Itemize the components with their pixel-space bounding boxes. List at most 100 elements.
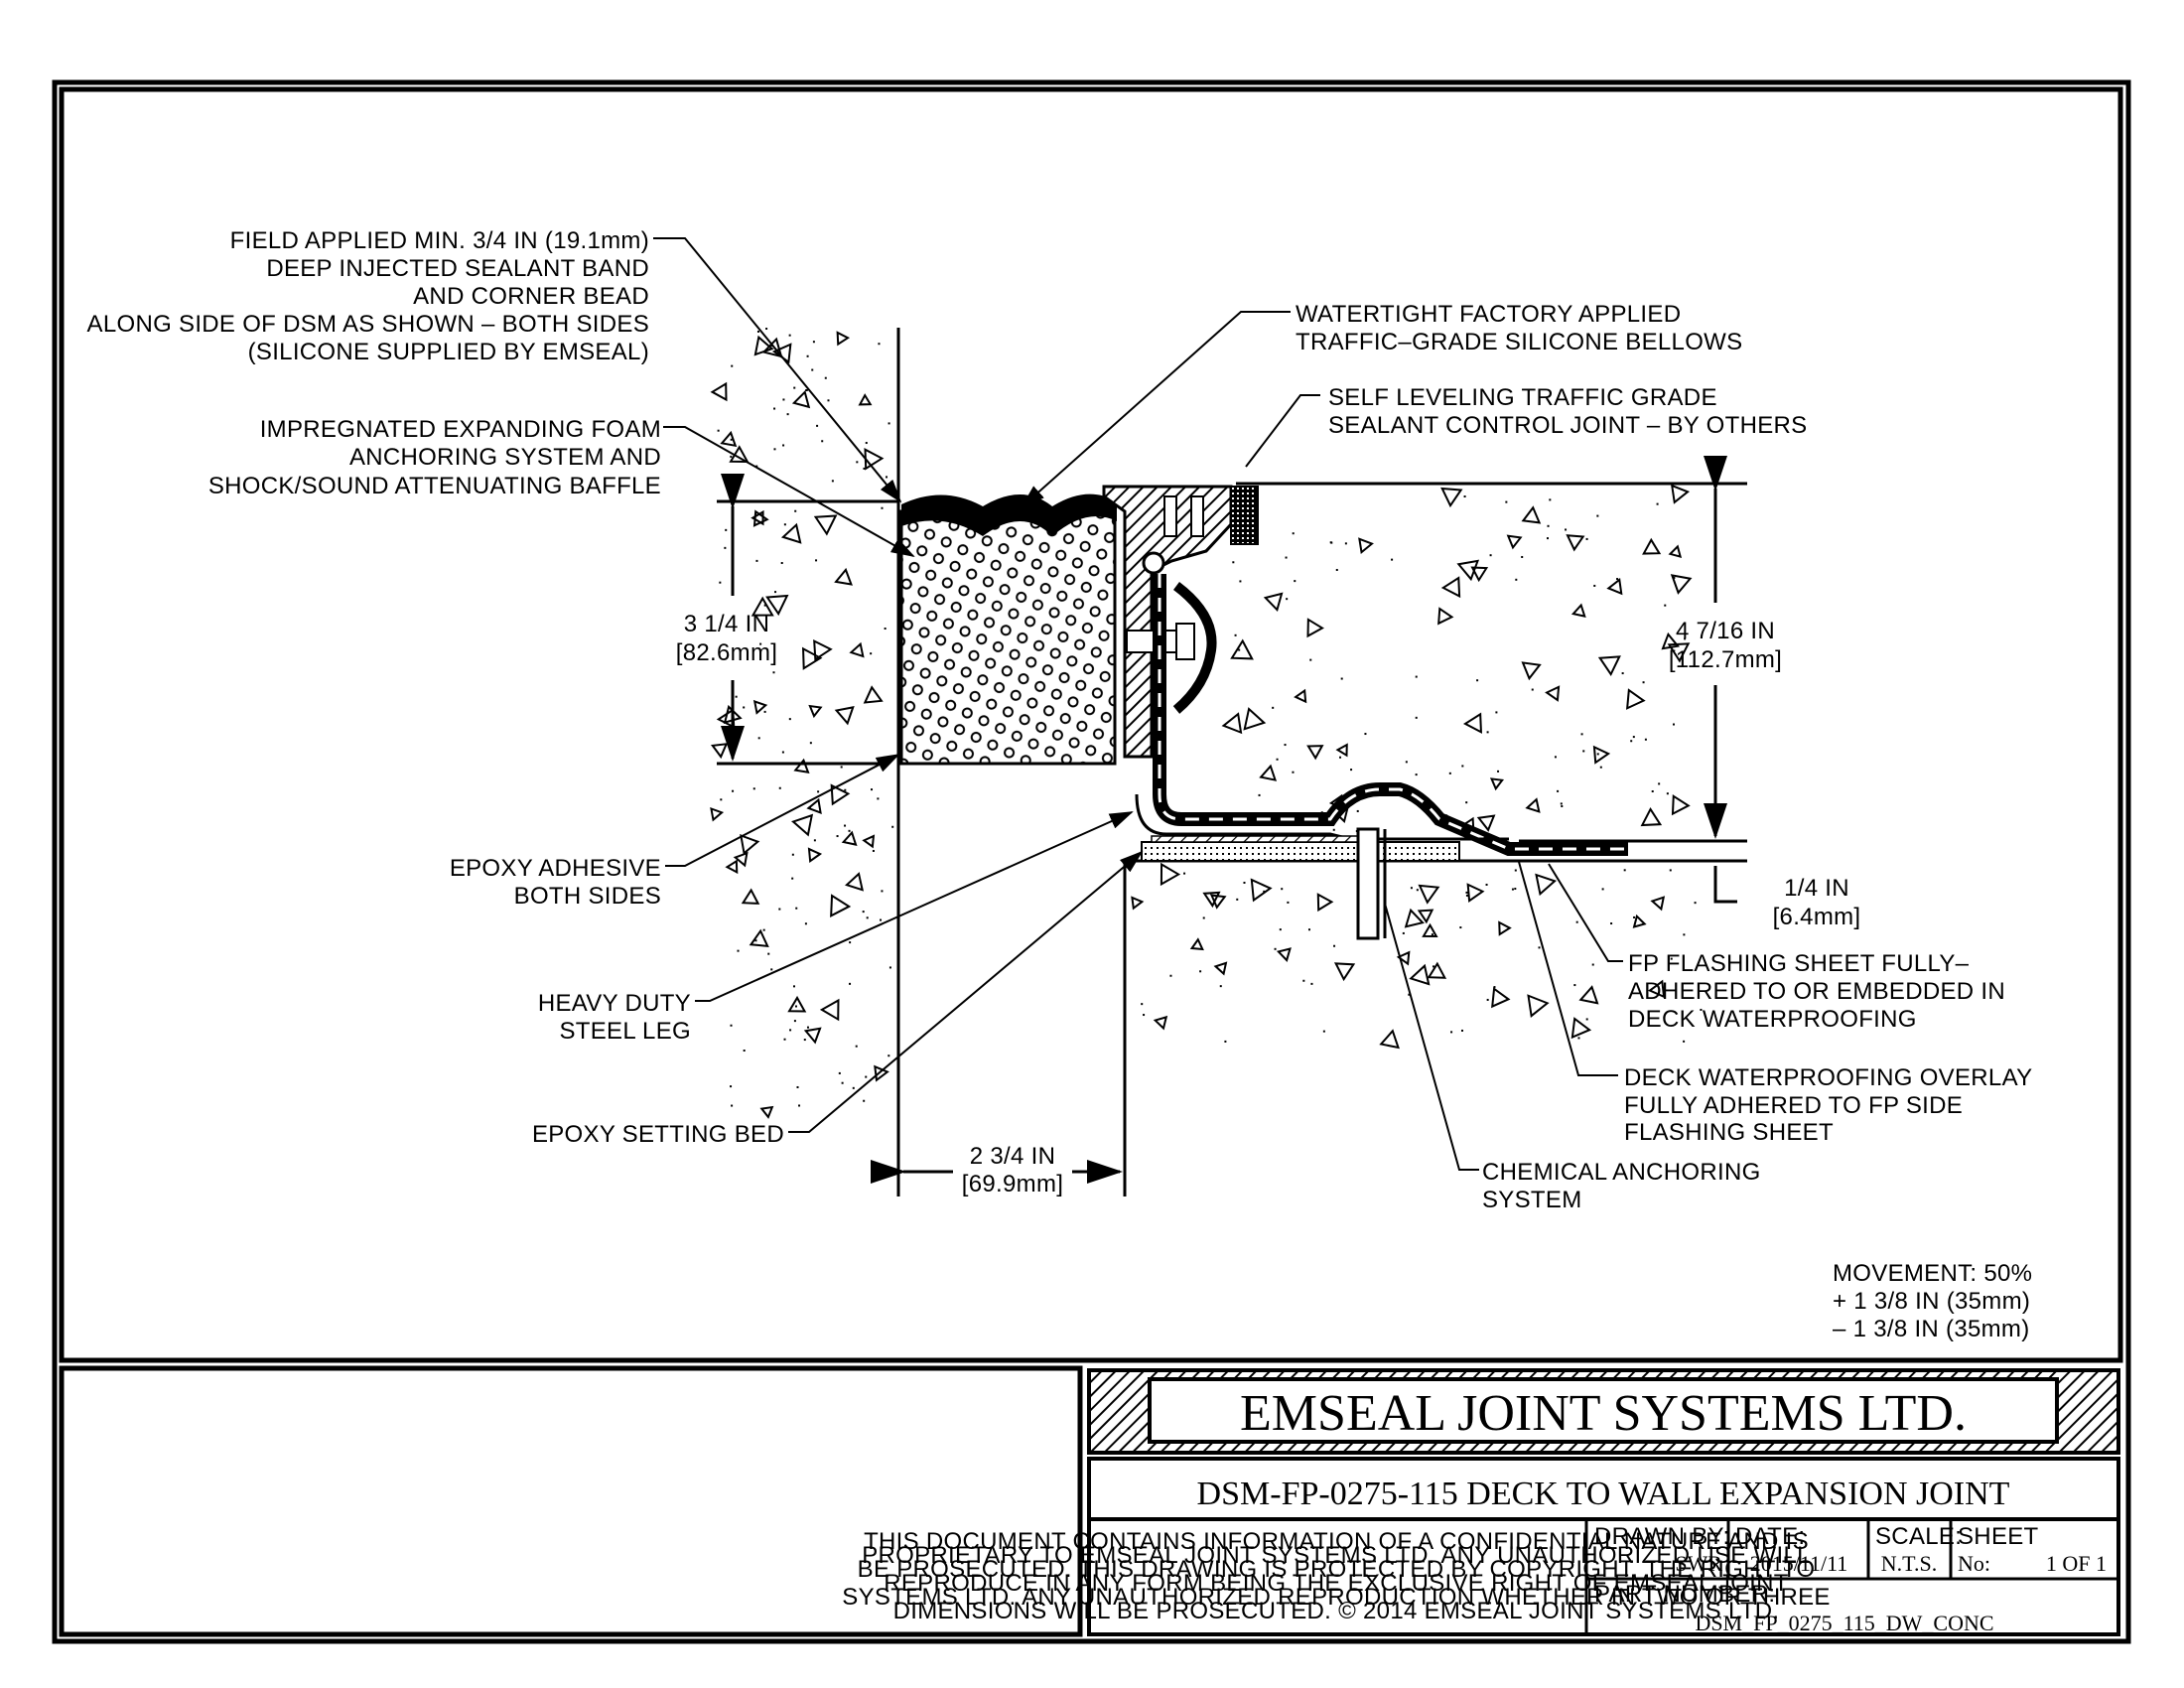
aggregate-mark [1547, 537, 1550, 540]
aggregate-mark [1306, 745, 1324, 761]
aggregate-mark [1285, 556, 1288, 559]
aggregate-mark [759, 1105, 774, 1119]
aggregate-mark [1601, 888, 1604, 891]
svg-text:IMPREGNATED EXPANDING FOAM: IMPREGNATED EXPANDING FOAM [260, 416, 661, 443]
aggregate-mark [1344, 542, 1347, 545]
aggregate-mark [1570, 1017, 1592, 1040]
aggregate-mark [1606, 578, 1623, 596]
aggregate-mark [1234, 633, 1237, 636]
sheet-label: SHEET [1958, 1523, 2039, 1550]
aggregate-mark [1476, 679, 1479, 682]
aggregate-mark [856, 461, 859, 464]
dimension-lines [717, 456, 1737, 1184]
aggregate-mark [1322, 1030, 1325, 1033]
aggregate-mark [1333, 944, 1336, 947]
svg-text:– 1 3/8 IN (35mm): – 1 3/8 IN (35mm) [1833, 1316, 2030, 1342]
aggregate-mark [1462, 712, 1483, 734]
aggregate-mark [1538, 946, 1541, 949]
aggregate-mark [1573, 984, 1576, 987]
dim-deck-depth: 4 7/16 IN [112.7mm] [1669, 618, 1782, 673]
aggregate-mark [1651, 789, 1654, 792]
callout-bellows: WATERTIGHT FACTORY APPLIED TRAFFIC–GRADE… [1296, 301, 1742, 355]
aggregate-mark [786, 413, 789, 416]
aggregate-mark [1465, 894, 1468, 897]
aggregate-mark [1460, 1029, 1463, 1032]
svg-text:SEALANT CONTROL JOINT – BY OTH: SEALANT CONTROL JOINT – BY OTHERS [1328, 412, 1807, 439]
callout-steel-leg: HEAVY DUTY STEEL LEG [538, 990, 691, 1045]
svg-text:(SILICONE SUPPLIED BY EMSEAL): (SILICONE SUPPLIED BY EMSEAL) [248, 339, 649, 365]
aggregate-mark [1694, 902, 1697, 905]
callout-control-joint: SELF LEVELING TRAFFIC GRADE SEALANT CONT… [1328, 384, 1807, 439]
aggregate-mark [767, 952, 770, 955]
aggregate-mark [855, 1045, 858, 1048]
aggregate-mark [1294, 688, 1307, 704]
aggregate-mark [819, 998, 840, 1022]
aggregate-mark [772, 671, 775, 674]
aggregate-mark [1632, 914, 1647, 928]
aggregate-mark [1625, 688, 1646, 710]
sheet-value: 1 OF 1 [2046, 1551, 2107, 1576]
aggregate-mark [1189, 937, 1204, 951]
svg-text:DECK WATERPROOFING: DECK WATERPROOFING [1628, 1006, 1917, 1033]
aggregate-mark [1221, 712, 1243, 735]
aggregate-mark [1219, 985, 1222, 988]
aggregate-mark [891, 825, 894, 828]
aggregate-mark [774, 591, 777, 594]
aggregate-mark [1599, 766, 1602, 769]
aggregate-mark [1202, 916, 1205, 919]
aggregate-mark [1521, 505, 1542, 524]
aggregate-mark [1402, 931, 1405, 934]
aggregate-mark [1554, 756, 1557, 759]
aggregate-mark [1339, 756, 1342, 759]
aggregate-mark [1591, 963, 1594, 966]
aggregate-mark [1284, 744, 1287, 747]
aggregate-mark [1463, 495, 1466, 498]
aggregate-mark [717, 429, 720, 432]
aggregate-mark [1422, 922, 1438, 938]
chemical-anchor [1356, 827, 1387, 940]
aggregate-mark [1498, 920, 1512, 936]
svg-text:DEEP INJECTED SEALANT BAND: DEEP INJECTED SEALANT BAND [266, 255, 649, 282]
aggregate-mark [1633, 915, 1636, 918]
aggregate-mark [1658, 782, 1661, 785]
aggregate-mark [1450, 1031, 1453, 1034]
aggregate-mark [757, 737, 760, 740]
aggregate-mark [849, 982, 852, 985]
aggregate-mark [1621, 672, 1624, 675]
aggregate-mark [751, 596, 774, 617]
steel-flange [1151, 835, 1361, 843]
aggregate-mark [749, 928, 769, 947]
aggregate-mark [1561, 804, 1564, 807]
aggregate-mark [1596, 514, 1599, 517]
aggregate-mark [780, 522, 802, 544]
aggregate-mark [782, 398, 785, 401]
aggregate-mark [811, 368, 814, 371]
aggregate-mark [1276, 758, 1279, 761]
aggregate-mark [805, 388, 808, 391]
aggregate-mark [1666, 792, 1669, 795]
aggregate-mark [765, 328, 768, 331]
callout-fp-flashing: FP FLASHING SHEET FULLY– ADHERED TO OR E… [1628, 950, 2005, 1033]
aggregate-mark [1580, 733, 1583, 736]
aggregate-mark [725, 859, 739, 875]
aggregate-mark [1292, 532, 1295, 535]
aggregate-mark [881, 890, 884, 893]
date-value: 2015/11/11 [1750, 1551, 1848, 1576]
aggregate-mark [887, 422, 890, 425]
aggregate-mark [1141, 1003, 1144, 1006]
aggregate-mark [872, 849, 875, 852]
aggregate-mark [1405, 761, 1408, 764]
aggregate-mark [1316, 893, 1334, 913]
callout-overlay: DECK WATERPROOFING OVERLAY FULLY ADHERED… [1624, 1064, 2032, 1146]
aggregate-mark [1431, 933, 1433, 936]
aggregate-mark [1578, 985, 1599, 1005]
outer-frame [52, 79, 2131, 1644]
aggregate-mark [1668, 544, 1683, 559]
aggregate-mark [1610, 922, 1613, 925]
aggregate-mark [743, 1050, 746, 1053]
aggregate-mark [1243, 881, 1246, 884]
aggregate-mark [787, 995, 807, 1013]
aggregate-mark [849, 941, 852, 944]
svg-text:REPRODUCE IN ANY FORM BEING TH: REPRODUCE IN ANY FORM BEING THE EXCLUSIV… [884, 1570, 1789, 1597]
aggregate-mark [1700, 1008, 1703, 1011]
